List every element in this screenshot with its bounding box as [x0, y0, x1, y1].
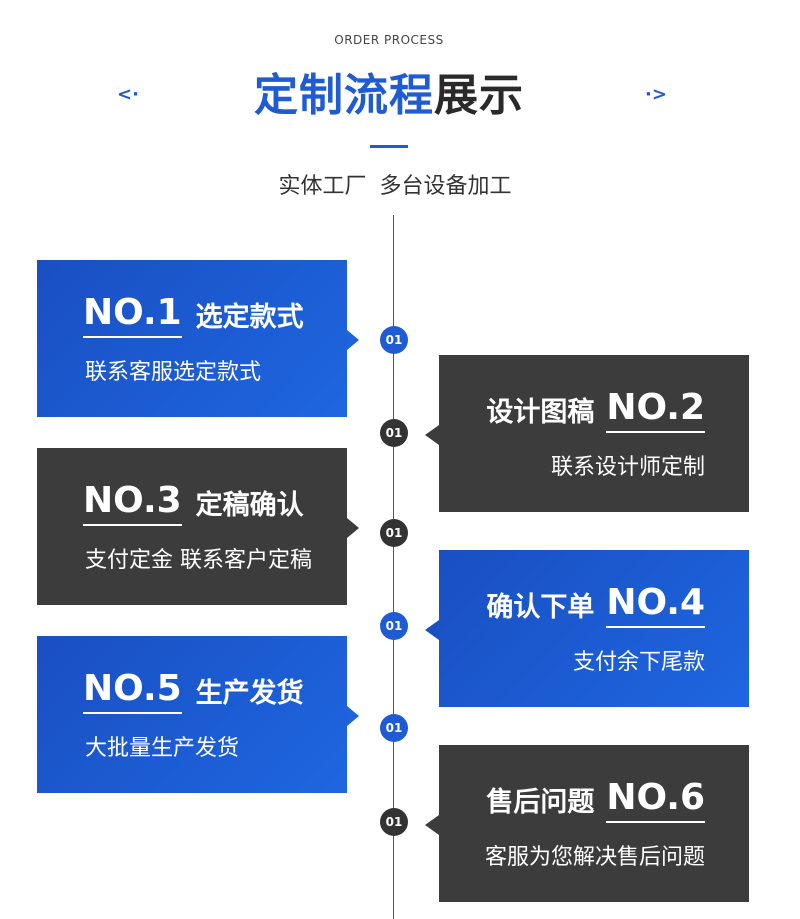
timeline-dot-1: 01 — [380, 326, 408, 354]
step-number: NO.5 — [83, 668, 182, 714]
step-number: NO.1 — [83, 292, 182, 338]
step-card-3: NO.3 定稿确认 支付定金 联系客户定稿 — [37, 448, 359, 605]
card-pointer — [347, 330, 359, 350]
page-title-dark: 展示 — [434, 70, 524, 121]
step-title: 生产发货 — [195, 678, 304, 709]
step-desc: 大批量生产发货 — [85, 736, 240, 761]
step-title: 定稿确认 — [195, 490, 304, 521]
step-number: NO.3 — [83, 480, 182, 526]
card-pointer — [347, 518, 359, 538]
title-underline — [370, 145, 408, 148]
card-pointer — [425, 815, 439, 835]
card-pointer — [425, 620, 439, 640]
card-pointer — [347, 706, 359, 726]
step-number: NO.2 — [606, 387, 705, 433]
step-card-2: 设计图稿 NO.2 联系设计师定制 — [425, 355, 749, 512]
right-arrow-icon: ·> — [645, 84, 667, 105]
timeline-line — [393, 215, 394, 919]
step-number: NO.4 — [606, 582, 705, 628]
page-title: 定制流程展示 — [0, 66, 778, 126]
step-title: 售后问题 — [486, 787, 595, 818]
step-desc: 支付定金 联系客户定稿 — [85, 548, 312, 573]
step-desc: 支付余下尾款 — [572, 650, 705, 675]
step-card-5: NO.5 生产发货 大批量生产发货 — [37, 636, 359, 793]
card-pointer — [425, 425, 439, 445]
step-title: 选定款式 — [195, 302, 304, 333]
step-desc: 客服为您解决售后问题 — [484, 845, 705, 870]
step-title: 设计图稿 — [486, 397, 595, 428]
timeline-dot-2: 01 — [380, 419, 408, 447]
step-title: 确认下单 — [486, 592, 595, 623]
step-desc: 联系客服选定款式 — [85, 360, 262, 385]
step-card-4: 确认下单 NO.4 支付余下尾款 — [425, 550, 749, 707]
left-arrow-icon: <· — [117, 84, 139, 105]
step-card-6: 售后问题 NO.6 客服为您解决售后问题 — [425, 745, 749, 902]
step-number: NO.6 — [606, 777, 705, 823]
timeline-dot-3: 01 — [380, 519, 408, 547]
step-desc: 联系设计师定制 — [550, 455, 705, 480]
timeline-dot-6: 01 — [380, 808, 408, 836]
page-title-blue: 定制流程 — [254, 70, 434, 121]
subtitle-en: ORDER PROCESS — [334, 33, 444, 47]
timeline-dot-4: 01 — [380, 612, 408, 640]
timeline-dot-5: 01 — [380, 714, 408, 742]
step-card-1: NO.1 选定款式 联系客服选定款式 — [37, 260, 359, 417]
tagline: 实体工厂 多台设备加工 — [278, 174, 512, 199]
